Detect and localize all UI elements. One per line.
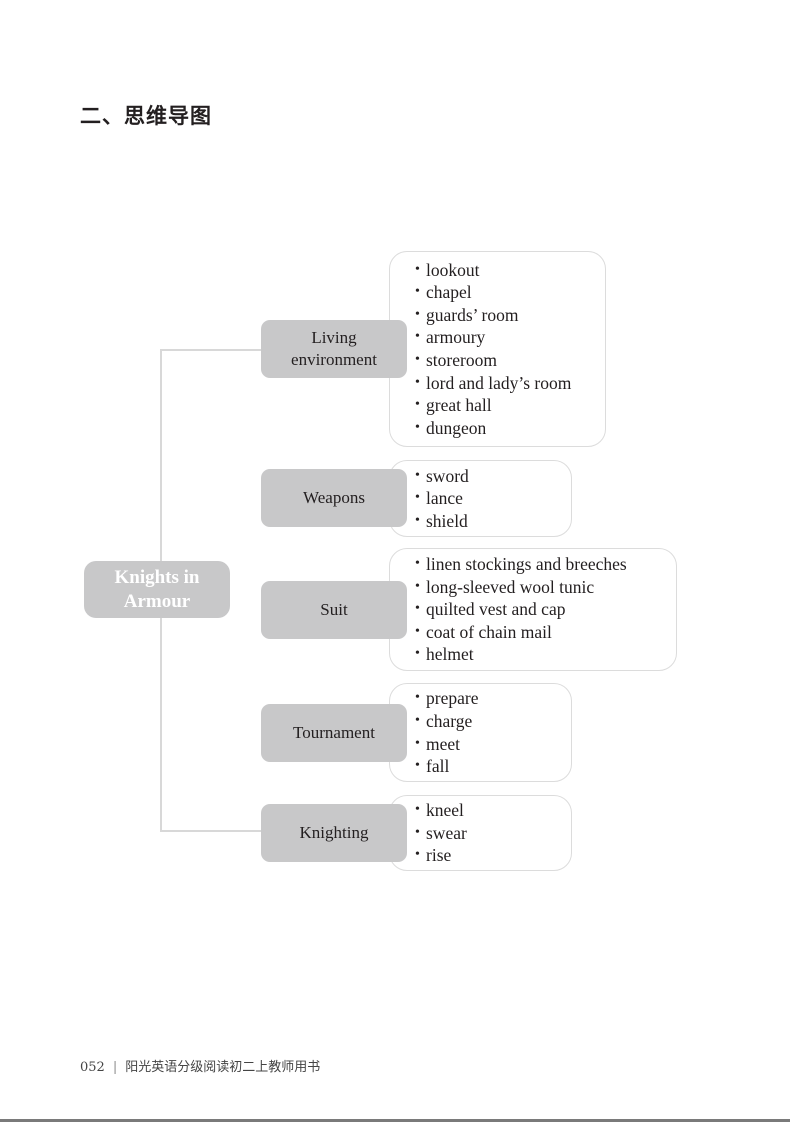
list-item: •armoury	[415, 327, 486, 348]
branch-tournament: Tournament	[261, 704, 407, 762]
bullet-icon: •	[415, 261, 420, 277]
bullet-icon: •	[415, 758, 420, 774]
list-item: •helmet	[415, 644, 474, 665]
bullet-icon: •	[415, 735, 420, 751]
footer-separator: |	[112, 1060, 118, 1075]
bullet-icon: •	[415, 352, 420, 367]
leaf-box-suit: •linen stockings and breeches •long-slee…	[389, 548, 677, 671]
bullet-icon: •	[415, 284, 420, 300]
bullet-icon: •	[415, 374, 420, 390]
bullet-icon: •	[415, 802, 420, 818]
bullet-icon: •	[415, 712, 420, 728]
branch-label: Living	[311, 328, 357, 347]
bullet-icon: •	[415, 512, 420, 528]
leaf-box-weapons: •sword •lance •shield	[389, 460, 572, 537]
list-item: •sword	[415, 465, 469, 486]
bullet-icon: •	[415, 690, 420, 706]
list-item: •swear	[415, 822, 467, 843]
list-item: •storeroom	[415, 350, 497, 370]
page-number: 052	[80, 1060, 105, 1075]
list-item: •shield	[415, 510, 468, 531]
bullet-icon: •	[415, 623, 420, 639]
list-item: •fall	[415, 756, 450, 777]
list-item: •guards’ room	[415, 304, 519, 325]
bullet-icon: •	[415, 306, 420, 322]
list-item: •long-sleeved wool tunic	[415, 576, 595, 597]
connector-knighting	[160, 830, 261, 832]
branch-label: Suit	[320, 600, 348, 619]
bottom-rule	[0, 1119, 790, 1122]
branch-label: Knighting	[299, 823, 369, 842]
list-item: •quilted vest and cap	[415, 599, 566, 620]
list-item: •rise	[415, 845, 452, 866]
list-item: •coat of chain mail	[415, 621, 552, 642]
bullet-icon: •	[415, 467, 420, 483]
bullet-icon: •	[415, 601, 420, 617]
branch-label: environment	[291, 350, 377, 369]
list-item: •chapel	[415, 282, 472, 303]
bullet-icon: •	[415, 824, 420, 840]
branch-label: Weapons	[303, 488, 365, 507]
list-item: •meet	[415, 733, 461, 754]
book-title: 阳光英语分级阅读初二上教师用书	[125, 1060, 321, 1075]
bullet-icon: •	[415, 397, 420, 413]
list-item: •prepare	[415, 688, 479, 709]
bullet-icon: •	[415, 646, 420, 662]
bullet-icon: •	[415, 329, 420, 345]
section-title: 二、思维导图	[80, 104, 212, 128]
root-label-line2: Armour	[123, 590, 191, 612]
bullet-icon: •	[415, 847, 420, 863]
bullet-icon: •	[415, 490, 420, 506]
list-item: •lance	[415, 488, 463, 509]
root-node: Knights in Armour	[84, 561, 230, 618]
branch-knighting: Knighting	[261, 804, 407, 862]
branch-label: Tournament	[293, 723, 375, 742]
bullet-icon: •	[415, 419, 420, 435]
page-footer: 052 | 阳光英语分级阅读初二上教师用书	[80, 1056, 320, 1075]
list-item: •linen stockings and breeches	[415, 554, 627, 575]
branch-weapons: Weapons	[261, 469, 407, 527]
list-item: •lookout	[415, 259, 480, 280]
list-item: •lord and lady’s room	[415, 372, 572, 393]
branch-suit: Suit	[261, 581, 407, 639]
leaf-box-knighting: •kneel •swear •rise	[389, 795, 572, 871]
bullet-icon: •	[415, 578, 420, 594]
list-item: •dungeon	[415, 417, 487, 438]
leaf-box-tournament: •prepare •charge •meet •fall	[389, 683, 572, 782]
list-item: •charge	[415, 710, 473, 731]
branch-living-environment: Living environment	[261, 320, 407, 378]
bullet-icon: •	[415, 556, 420, 572]
root-label-line1: Knights in	[114, 566, 200, 588]
list-item: •great hall	[415, 395, 492, 416]
list-item: •kneel	[415, 800, 464, 821]
connector-living	[160, 349, 261, 351]
leaf-box-living-environment: •lookout •chapel •guards’ room •armoury …	[389, 251, 606, 447]
